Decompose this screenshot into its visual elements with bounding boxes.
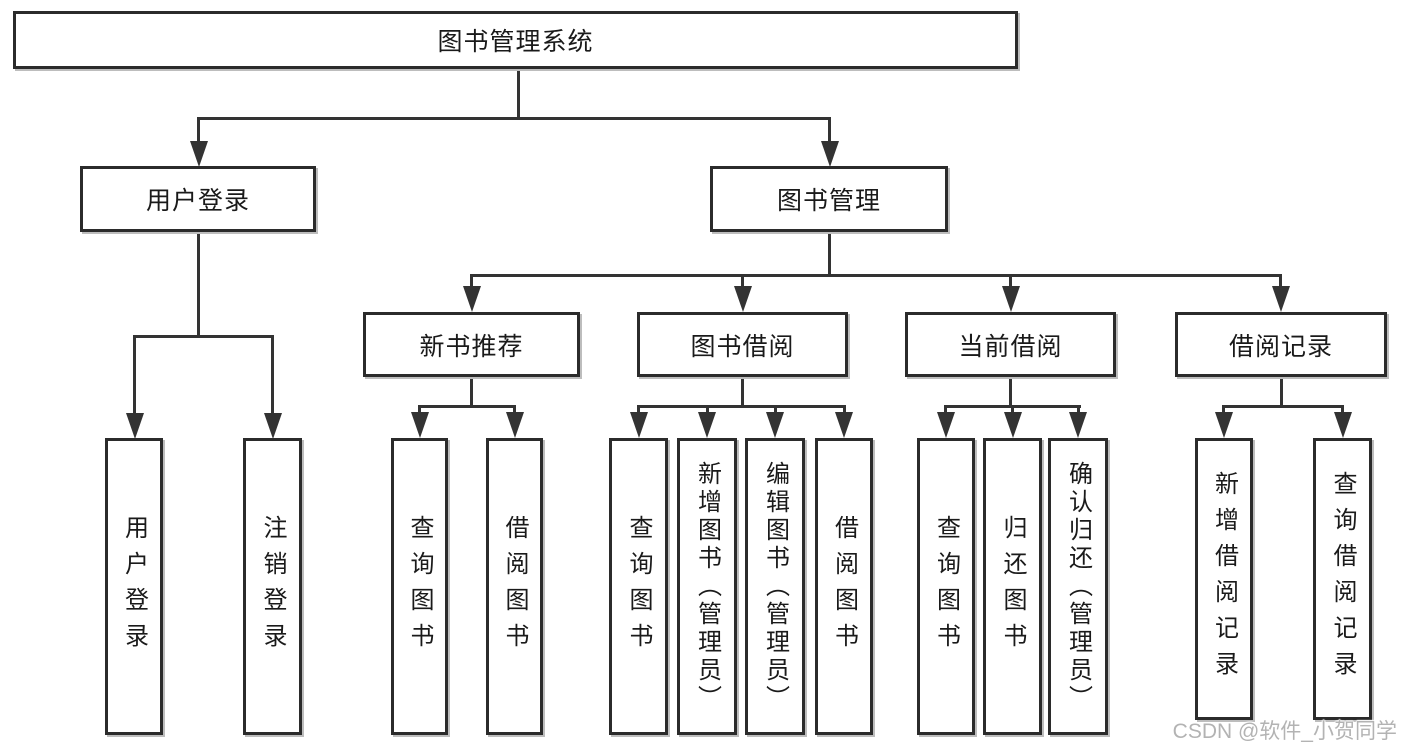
connector-line <box>828 232 831 277</box>
node-leaf-borrow-books-2-label: 借阅图书 <box>830 514 858 659</box>
arrow-down-icon <box>766 412 784 438</box>
node-borrow-records: 借阅记录 <box>1175 312 1387 377</box>
node-leaf-query-books-3: 查询图书 <box>917 438 975 735</box>
arrow-down-icon <box>937 412 955 438</box>
node-leaf-user-login: 用户登录 <box>105 438 163 735</box>
arrow-down-icon <box>1002 286 1020 312</box>
connector-line <box>843 405 846 417</box>
connector-line <box>470 274 473 290</box>
connector-line <box>418 405 421 417</box>
node-leaf-query-books-2-label: 查询图书 <box>625 514 652 659</box>
arrow-down-icon <box>411 412 429 438</box>
node-leaf-add-borrow-record: 新增借阅记录 <box>1195 438 1253 720</box>
node-leaf-add-borrow-record-label: 新增借阅记录 <box>1210 471 1238 687</box>
connector-line <box>133 335 136 415</box>
node-leaf-user-login-label: 用户登录 <box>120 514 148 659</box>
node-leaf-confirm-return-admin: 确认归还（管理员） <box>1048 438 1108 735</box>
connector-line <box>706 405 709 417</box>
connector-line <box>133 335 274 338</box>
connector-line <box>1222 405 1225 417</box>
arrow-down-icon <box>264 413 282 439</box>
arrow-down-icon <box>1069 412 1087 438</box>
connector-line <box>418 405 516 408</box>
node-leaf-add-book-admin: 新增图书（管理员） <box>677 438 737 735</box>
node-leaf-edit-book-admin-label: 编辑图书（管理员） <box>761 460 789 713</box>
node-leaf-query-books-2: 查询图书 <box>609 438 668 735</box>
node-book-borrow: 图书借阅 <box>637 312 848 377</box>
arrow-down-icon <box>1004 412 1022 438</box>
connector-line <box>637 405 640 417</box>
node-leaf-logout-label: 注销登录 <box>259 514 286 659</box>
connector-line <box>517 69 520 120</box>
node-new-book-recommend: 新书推荐 <box>363 312 580 377</box>
connector-line <box>1280 377 1283 408</box>
arrow-down-icon <box>506 412 524 438</box>
arrow-down-icon <box>1334 412 1352 438</box>
node-user-login: 用户登录 <box>80 166 316 232</box>
node-leaf-query-borrow-record: 查询借阅记录 <box>1313 438 1372 720</box>
node-leaf-query-books-3-label: 查询图书 <box>932 514 960 659</box>
connector-line <box>197 117 200 145</box>
arrow-down-icon <box>734 286 752 312</box>
node-current-borrow-label: 当前借阅 <box>958 332 1063 361</box>
arrow-down-icon <box>630 412 648 438</box>
connector-line <box>1077 405 1080 417</box>
node-leaf-edit-book-admin: 编辑图书（管理员） <box>745 438 805 735</box>
connector-line <box>637 405 846 408</box>
node-leaf-query-books-1-label: 查询图书 <box>406 514 433 659</box>
connector-line <box>1009 377 1012 408</box>
connector-line <box>197 117 831 120</box>
node-borrow-records-label: 借阅记录 <box>1228 332 1333 361</box>
connector-line <box>828 117 831 145</box>
connector-line <box>271 335 274 415</box>
node-new-book-recommend-label: 新书推荐 <box>419 332 524 361</box>
node-root-label: 图书管理系统 <box>437 28 594 56</box>
arrow-down-icon <box>190 141 208 167</box>
node-book-mgmt-label: 图书管理 <box>776 187 881 215</box>
arrow-down-icon <box>126 413 144 439</box>
node-book-mgmt: 图书管理 <box>710 166 948 232</box>
connector-line <box>470 377 473 408</box>
watermark: CSDN @软件_小贺同学 <box>1172 720 1397 743</box>
arrow-down-icon <box>698 412 716 438</box>
node-book-borrow-label: 图书借阅 <box>690 332 795 361</box>
node-leaf-return-book-label: 归还图书 <box>999 514 1026 659</box>
connector-line <box>1009 274 1012 290</box>
node-leaf-return-book: 归还图书 <box>983 438 1042 735</box>
node-leaf-borrow-books-2: 借阅图书 <box>815 438 873 735</box>
node-leaf-query-books-1: 查询图书 <box>391 438 448 735</box>
connector-line <box>1279 274 1282 290</box>
node-current-borrow: 当前借阅 <box>905 312 1116 377</box>
node-leaf-query-borrow-record-label: 查询借阅记录 <box>1329 471 1356 687</box>
connector-line <box>1222 405 1343 408</box>
node-leaf-logout: 注销登录 <box>243 438 302 735</box>
connector-line <box>470 274 1282 277</box>
connector-line <box>513 405 516 417</box>
node-root: 图书管理系统 <box>13 11 1018 69</box>
connector-line <box>774 405 777 417</box>
connector-line <box>197 232 200 337</box>
node-leaf-borrow-books-1: 借阅图书 <box>486 438 543 735</box>
node-leaf-confirm-return-admin-label: 确认归还（管理员） <box>1064 460 1092 713</box>
arrow-down-icon <box>1215 412 1233 438</box>
node-leaf-add-book-admin-label: 新增图书（管理员） <box>693 460 721 713</box>
connector-line <box>741 377 744 408</box>
connector-line <box>1011 405 1014 417</box>
arrow-down-icon <box>1272 286 1290 312</box>
connector-line <box>741 274 744 290</box>
node-leaf-borrow-books-1-label: 借阅图书 <box>501 514 528 659</box>
arrow-down-icon <box>463 286 481 312</box>
connector-line <box>944 405 947 417</box>
arrow-down-icon <box>835 412 853 438</box>
node-user-login-label: 用户登录 <box>145 187 250 215</box>
connector-line <box>1341 405 1344 417</box>
arrow-down-icon <box>821 141 839 167</box>
